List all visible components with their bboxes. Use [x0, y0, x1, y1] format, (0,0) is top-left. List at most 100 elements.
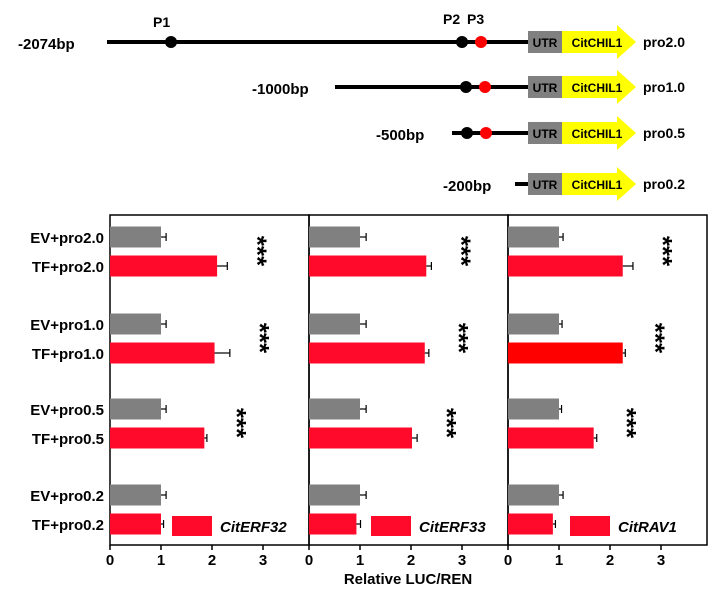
promoter-diagram: -2074bp P1 P2 P3 UTR CitCHIL1 pro2.0 -10… [18, 11, 685, 201]
site-p2-marker [460, 81, 472, 93]
utr-box [528, 173, 562, 195]
x-tick-label: 0 [106, 552, 114, 569]
bar [508, 313, 559, 335]
site-label-p1: P1 [153, 14, 170, 30]
bar [309, 226, 360, 248]
category-label: EV+pro0.5 [30, 402, 104, 419]
bar [110, 226, 161, 248]
legend-swatch [172, 516, 212, 536]
construct-name: pro0.5 [643, 125, 685, 141]
site-label-p2: P2 [443, 11, 460, 27]
legend-swatch [371, 516, 411, 536]
bar [110, 427, 205, 449]
construct-name: pro2.0 [643, 34, 685, 50]
category-label: TF+pro1.0 [32, 346, 104, 363]
bar [508, 342, 623, 364]
panel-frame [507, 214, 708, 546]
gene-label: CitCHIL1 [572, 81, 623, 95]
utr-label: UTR [533, 36, 558, 50]
x-tick-label: 0 [504, 552, 512, 569]
construct-name: pro0.2 [643, 176, 685, 192]
bar [508, 427, 594, 449]
construct-start-label: -1000bp [252, 81, 309, 98]
x-tick-label: 3 [657, 552, 665, 569]
construct-pro0.5: -500bp UTR CitCHIL1 pro0.5 [376, 116, 685, 150]
significance-label: *** [648, 236, 678, 267]
significance-label: *** [242, 236, 272, 267]
category-label: EV+pro1.0 [30, 317, 104, 334]
x-tick-label: 1 [356, 552, 364, 569]
gene-arrow [562, 70, 636, 104]
bar [110, 342, 215, 364]
gene-arrow [562, 167, 636, 201]
x-tick-label: 3 [259, 552, 267, 569]
site-p3-marker [480, 127, 492, 139]
x-tick-label: 1 [555, 552, 563, 569]
x-tick-label: 1 [157, 552, 165, 569]
bar [110, 255, 218, 277]
utr-box [528, 76, 562, 98]
bar [309, 398, 360, 420]
bar [110, 398, 161, 420]
legend-swatch [570, 516, 610, 536]
category-label: EV+pro2.0 [30, 230, 104, 247]
construct-start-label: -2074bp [18, 36, 75, 53]
significance-label: *** [640, 323, 670, 354]
site-p1-marker [165, 36, 177, 48]
bar [309, 313, 360, 335]
significance-label: *** [447, 236, 477, 267]
x-tick-label: 2 [407, 552, 415, 569]
site-p3-marker [475, 36, 487, 48]
construct-start-label: -500bp [376, 127, 424, 144]
bar [508, 226, 559, 248]
bar [309, 513, 357, 535]
category-label: TF+pro0.5 [32, 431, 104, 448]
gene-label: CitCHIL1 [572, 36, 623, 50]
gene-arrow [562, 25, 636, 59]
gene-arrow [562, 116, 636, 150]
chart-panel: 0 1 2 3 *** *** *** CitRAV1 [504, 214, 708, 569]
x-tick-label: 2 [606, 552, 614, 569]
bar [309, 255, 427, 277]
site-p2-marker [456, 36, 468, 48]
legend-label: CitRAV1 [618, 519, 677, 536]
utr-label: UTR [533, 81, 558, 95]
bar [309, 427, 413, 449]
bar [508, 398, 559, 420]
construct-pro0.2: -200bp UTR CitCHIL1 pro0.2 [443, 167, 685, 201]
site-p3-marker [479, 81, 491, 93]
significance-label: *** [444, 323, 474, 354]
chart-panel: 0 1 2 3 *** *** *** CitERF33 [305, 214, 509, 569]
x-tick-label: 3 [458, 552, 466, 569]
category-label: TF+pro0.2 [32, 517, 104, 534]
gene-label: CitCHIL1 [572, 127, 623, 141]
bar [508, 513, 553, 535]
legend-label: CitERF33 [419, 519, 486, 536]
category-label: TF+pro2.0 [32, 259, 104, 276]
utr-box [528, 31, 562, 53]
x-tick-label: 0 [305, 552, 313, 569]
utr-box [528, 122, 562, 144]
significance-label: *** [612, 408, 642, 439]
category-label: EV+pro0.2 [30, 488, 104, 505]
significance-label: *** [432, 408, 462, 439]
site-p2-marker [461, 127, 473, 139]
site-label-p3: P3 [467, 11, 484, 27]
significance-label: *** [245, 323, 275, 354]
utr-label: UTR [533, 178, 558, 192]
construct-pro2.0: -2074bp P1 P2 P3 UTR CitCHIL1 pro2.0 [18, 11, 685, 59]
bar [508, 255, 623, 277]
construct-start-label: -200bp [443, 178, 491, 195]
x-tick-label: 2 [208, 552, 216, 569]
construct-name: pro1.0 [643, 79, 685, 95]
utr-label: UTR [533, 127, 558, 141]
gene-label: CitCHIL1 [572, 178, 623, 192]
bar [508, 484, 559, 506]
construct-pro1.0: -1000bp UTR CitCHIL1 pro1.0 [252, 70, 685, 104]
bar [309, 484, 360, 506]
significance-label: *** [222, 408, 252, 439]
bar [110, 513, 161, 535]
